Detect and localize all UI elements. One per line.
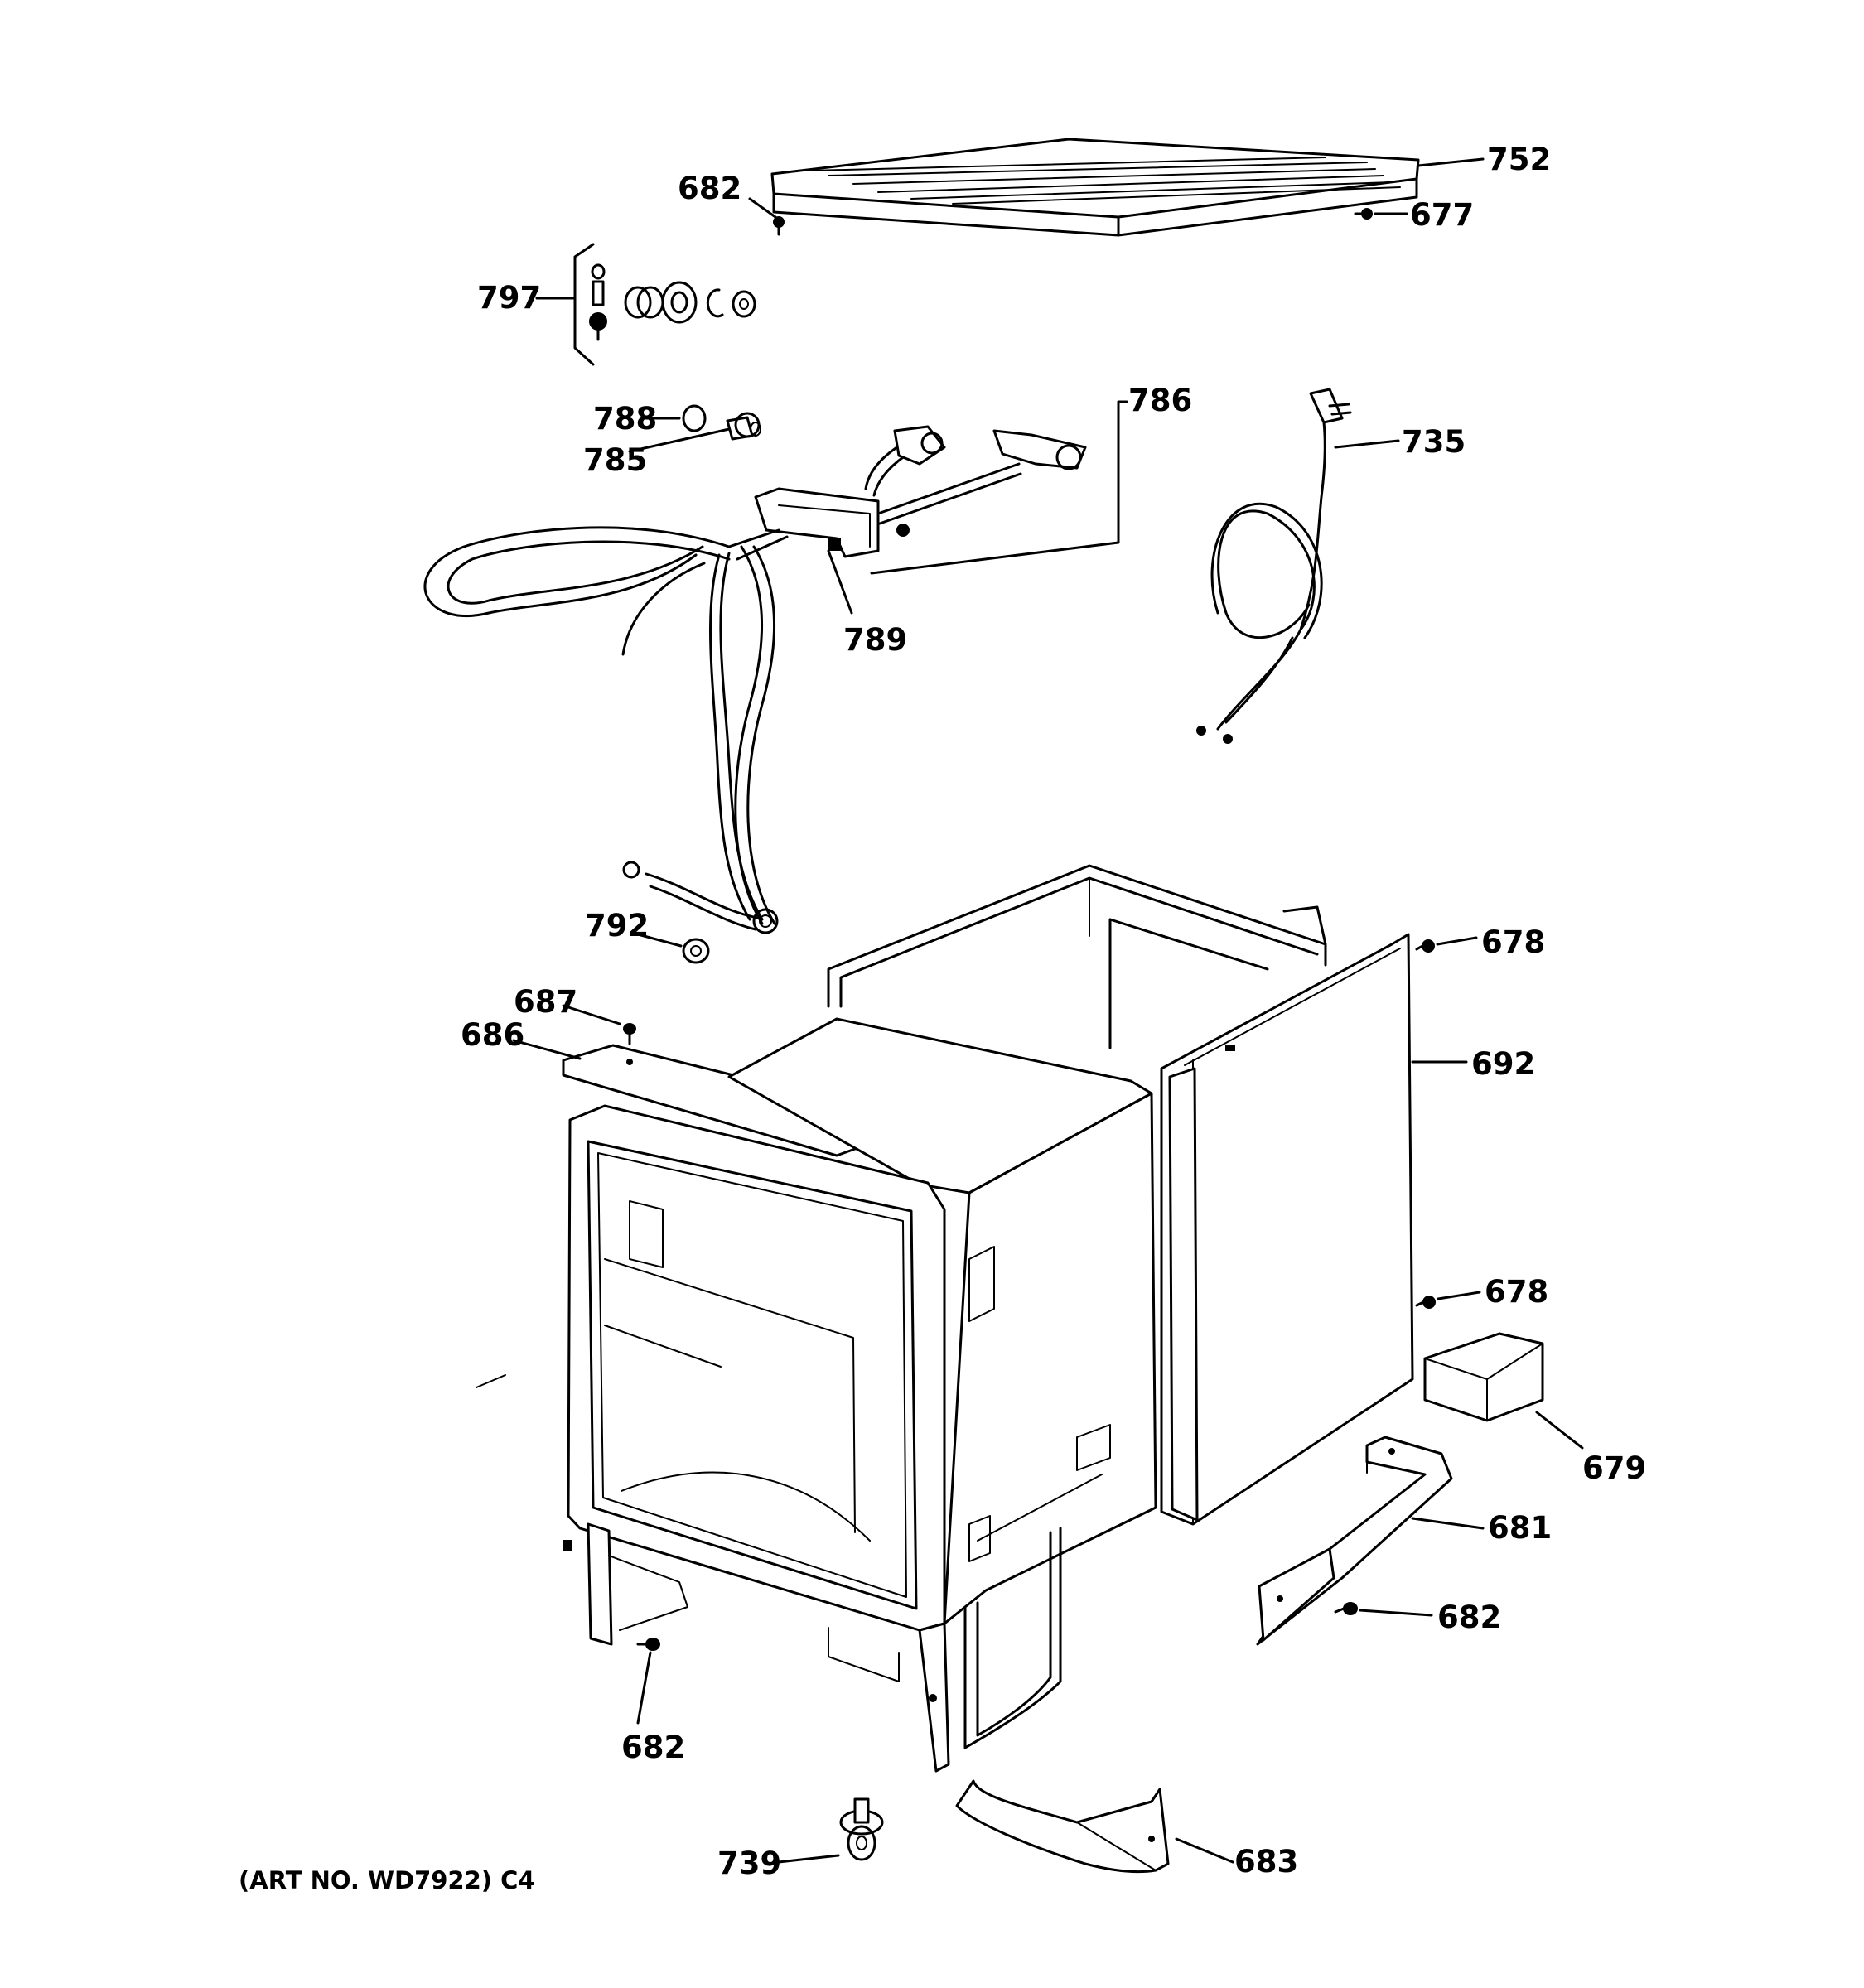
leader-686 [512, 1039, 582, 1060]
part-788-washer[interactable] [682, 404, 707, 432]
leader-786 [870, 400, 1128, 575]
part-735-power-cord[interactable] [1196, 388, 1352, 744]
part-785-fitting[interactable] [726, 412, 761, 441]
label-682-right: 682 [1437, 1600, 1501, 1635]
label-797: 797 [477, 280, 541, 316]
leader-682-bottom [636, 1651, 652, 1725]
part-678-screw-mid[interactable] [1415, 1296, 1436, 1309]
part-677-screw[interactable] [1354, 208, 1373, 220]
part-682-screw-bottom[interactable] [636, 1638, 660, 1651]
label-739: 739 [717, 1846, 781, 1881]
leader-683 [1175, 1837, 1234, 1864]
leader-681 [1411, 1517, 1485, 1530]
label-682-bottom: 682 [621, 1730, 685, 1765]
leader-679 [1535, 1411, 1584, 1450]
part-792-nut[interactable] [682, 938, 710, 964]
leader-687 [562, 1004, 621, 1025]
label-682-top: 682 [678, 171, 741, 206]
leader-735 [1334, 439, 1400, 449]
art-number: (ART NO. WD7922) C4 [239, 1866, 535, 1894]
part-687-screw[interactable] [623, 1023, 636, 1045]
part-679-block[interactable] [1423, 1332, 1544, 1422]
label-786: 786 [1128, 383, 1192, 418]
leader-682-top [748, 197, 777, 219]
part-739-leveling-leg[interactable] [839, 1797, 884, 1861]
part-681-rail[interactable] [1256, 1436, 1453, 1646]
label-692: 692 [1471, 1046, 1535, 1082]
leader-752 [1417, 157, 1485, 167]
label-752: 752 [1487, 142, 1551, 177]
part-682-screw-top[interactable] [773, 216, 785, 236]
label-683: 683 [1234, 1844, 1298, 1879]
label-792: 792 [585, 908, 649, 943]
leader-789 [827, 549, 853, 615]
part-tub-assembly[interactable] [563, 1017, 1157, 1773]
part-683-bracket[interactable] [955, 1779, 1170, 1874]
leader-678-top [1436, 936, 1478, 946]
part-678-screw-top[interactable] [1415, 939, 1435, 953]
stray-mark [476, 1374, 506, 1388]
part-682-screw-right[interactable] [1334, 1602, 1358, 1615]
leader-682-right [1359, 1609, 1433, 1617]
label-785: 785 [583, 442, 647, 478]
label-686: 686 [461, 1017, 524, 1053]
part-797-fitting-kit[interactable] [573, 243, 756, 366]
leader-739 [777, 1854, 840, 1864]
label-687: 687 [514, 984, 577, 1020]
label-678-mid: 678 [1485, 1274, 1548, 1310]
part-cabinet-frame[interactable] [827, 864, 1327, 1049]
leader-785 [628, 427, 731, 453]
label-677: 677 [1410, 197, 1474, 233]
part-692-side-panel[interactable] [1160, 933, 1414, 1526]
label-679: 679 [1582, 1450, 1646, 1486]
label-681: 681 [1488, 1510, 1552, 1546]
leader-792 [636, 933, 683, 948]
part-789-hose-assembly[interactable] [423, 425, 1087, 934]
label-735: 735 [1402, 424, 1466, 460]
part-752-top-panel[interactable] [770, 138, 1420, 237]
label-788: 788 [593, 401, 657, 437]
leader-678-mid [1437, 1291, 1481, 1300]
label-678-top: 678 [1481, 924, 1545, 960]
label-789: 789 [843, 622, 907, 658]
